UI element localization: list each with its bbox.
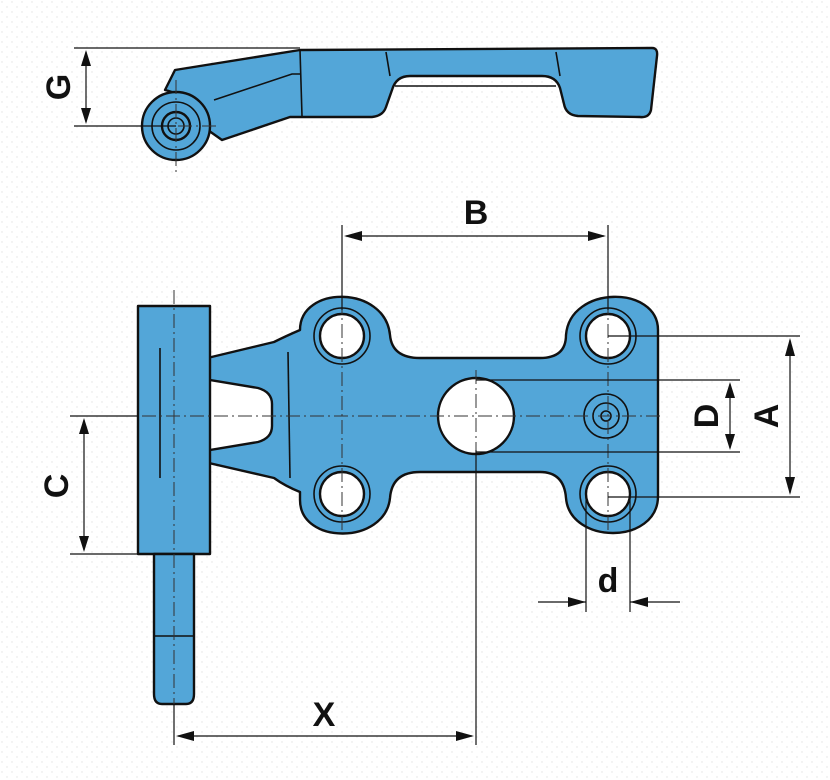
dimension-g-label: G (40, 74, 78, 100)
side-view-body (163, 46, 659, 142)
top-view (70, 290, 662, 712)
dimension-x-arrow-left (176, 731, 194, 741)
dimension-upper-d-arrow-top (725, 382, 735, 398)
dimension-b-label: B (464, 194, 489, 232)
dimension-g-arrow-bottom (81, 108, 91, 124)
dimension-g: G (40, 47, 300, 127)
side-view-centerline (130, 80, 220, 172)
dimension-g-arrow-top (81, 50, 91, 66)
dimension-upper-d-label: D (688, 404, 726, 429)
dimension-x-label: X (313, 696, 336, 734)
dimension-lower-d-arrow-left (568, 597, 586, 607)
dimension-b-arrow-right (588, 231, 606, 241)
side-view-edge (299, 49, 303, 117)
side-view-edge (555, 51, 561, 77)
dimension-lower-d-arrow-right (630, 597, 648, 607)
dimension-c-label: C (38, 474, 76, 499)
dimension-upper-d-arrow-bottom (725, 434, 735, 450)
dimension-upper-d: D (476, 379, 740, 453)
dimension-lower-d-label: d (598, 562, 619, 600)
dimension-a: A (608, 335, 800, 498)
hole-centerlines (341, 300, 609, 530)
dimension-lower-d: d (538, 494, 680, 612)
dimension-c-arrow-top (79, 418, 89, 434)
dimension-x-arrow-right (456, 731, 474, 741)
dimension-b-arrow-left (344, 231, 362, 241)
dimension-b: B (341, 194, 609, 310)
side-view-edge (213, 73, 300, 101)
dimension-a-arrow-bottom (785, 477, 795, 495)
side-view-edge (385, 51, 391, 77)
dimension-a-label: A (748, 404, 786, 429)
dimension-c-arrow-bottom (79, 536, 89, 552)
plate-edge (287, 351, 291, 479)
dimension-x: X (173, 450, 477, 745)
hinge-plate (172, 295, 660, 535)
dimension-a-arrow-top (785, 338, 795, 356)
dimension-c: C (38, 415, 154, 555)
